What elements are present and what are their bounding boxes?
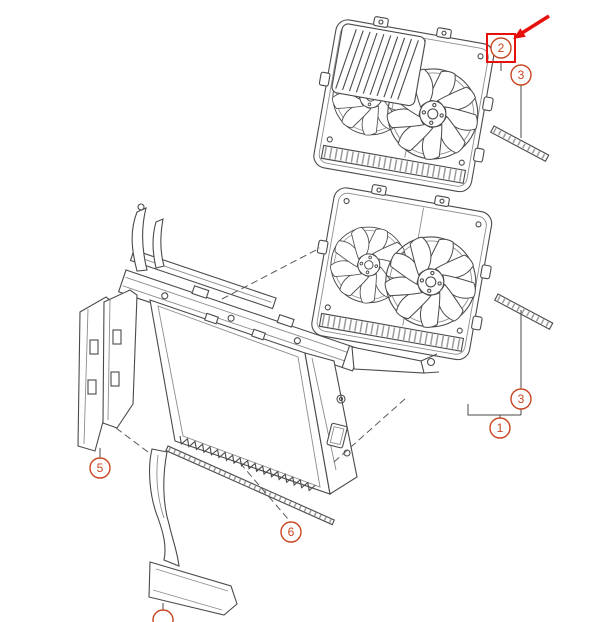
callout-5[interactable]: 5	[89, 457, 111, 479]
air-duct-bottom	[148, 448, 238, 616]
callout-3-bottom-label: 3	[518, 392, 525, 406]
callout-3-top[interactable]: 3	[510, 64, 532, 86]
fan-shroud-assembly-bottom	[303, 177, 502, 363]
callout-6[interactable]: 6	[280, 521, 302, 543]
callout-6-label: 6	[288, 525, 295, 539]
radiator-side-bracket	[304, 352, 358, 495]
callout-2-label: 2	[498, 41, 505, 55]
arrow-head	[513, 28, 526, 39]
air-guide-left	[77, 289, 138, 452]
callout-1-label: 1	[497, 421, 504, 435]
callout-3-bottom[interactable]: 3	[510, 388, 532, 410]
louver-grille	[331, 23, 426, 107]
lock-carrier-beam	[117, 203, 361, 372]
callout-3-top-label: 3	[518, 68, 525, 82]
arrow-shaft	[521, 14, 550, 35]
red-arrow	[513, 14, 550, 39]
seal-strip-radiator	[165, 445, 335, 526]
seal-strip-top	[491, 126, 549, 161]
callout-partial-bottom[interactable]	[152, 609, 174, 622]
callout-2[interactable]: 2	[486, 33, 516, 63]
callout-1[interactable]: 1	[489, 417, 511, 439]
callout-5-label: 5	[97, 461, 104, 475]
alignment-dashes	[115, 247, 407, 520]
support-arm-right	[351, 346, 440, 374]
seal-strip-bottom	[495, 294, 553, 329]
highlight-box	[486, 33, 516, 63]
